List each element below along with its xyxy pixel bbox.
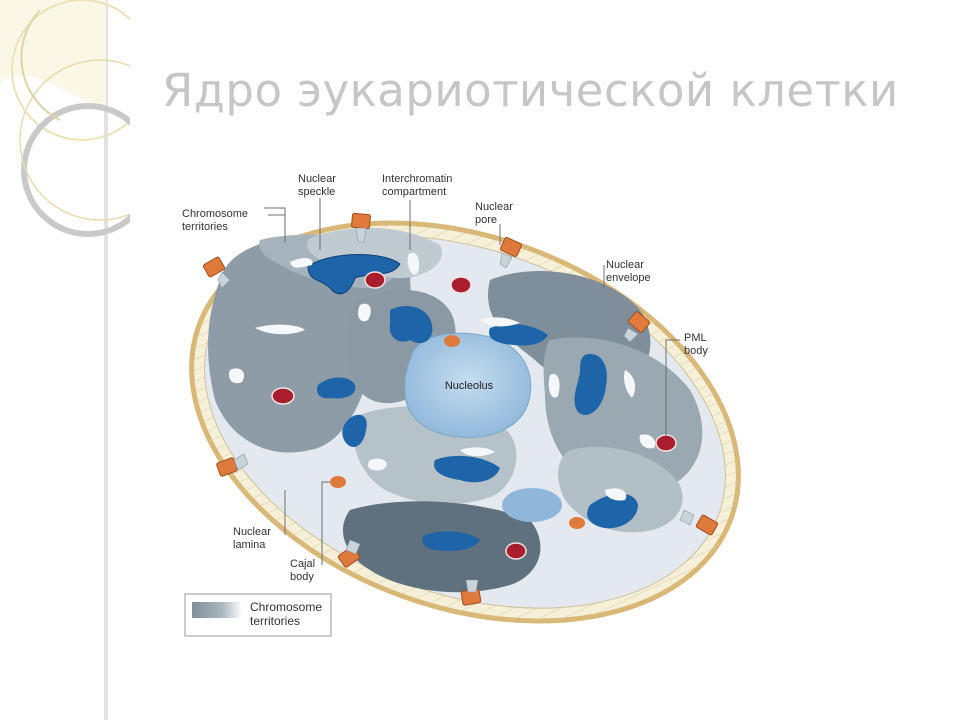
pml-body	[505, 542, 527, 560]
leader-chromosome-territories	[264, 207, 286, 242]
interchromatin-channel	[548, 373, 560, 398]
nucleolus-small	[502, 488, 562, 522]
nucleolus	[404, 332, 532, 438]
interchromatin-channel	[639, 434, 656, 449]
label-nucleolus: Nucleolus	[445, 380, 494, 392]
interchromatin-channel	[480, 317, 520, 327]
ornament-arc	[20, 9, 61, 121]
interchromatin-channel	[407, 252, 420, 275]
interchromatin-channel	[623, 370, 636, 398]
interchromatin-channel	[255, 324, 305, 335]
nuclear-pore	[679, 509, 719, 536]
nuclear-speckle	[316, 377, 356, 399]
ornament-ring-outer	[11, 0, 130, 141]
cajal-body	[444, 335, 460, 347]
nuclear-speckle	[342, 414, 367, 447]
interchromatin-channel	[367, 458, 387, 471]
interchromatin-channel	[290, 258, 313, 268]
nuclear-pore	[499, 237, 522, 269]
cajal-body	[330, 476, 346, 488]
leader-cajal-body	[321, 481, 330, 565]
ornament-ring-grey	[21, 103, 130, 237]
chromosome-territory	[208, 236, 412, 453]
pml-body	[655, 434, 677, 452]
decorative-ornament	[0, 0, 130, 720]
nuclear-speckle	[489, 324, 548, 346]
divider-line	[104, 0, 108, 720]
interchromatin-channel	[228, 368, 245, 384]
nuclear-speckle	[422, 531, 480, 551]
legend-swatch	[192, 602, 242, 618]
nuclear-pore	[337, 539, 361, 568]
ornament-ring-inner	[19, 59, 130, 221]
pml-body	[450, 276, 472, 294]
pml-body	[271, 387, 295, 405]
nuclear-pore	[623, 311, 651, 343]
nuclear-speckle	[587, 493, 638, 529]
nuclear-speckle	[307, 254, 401, 295]
interchromatin-channel	[460, 447, 495, 457]
page-title: Ядро эукариотической клетки	[162, 64, 899, 117]
nuclear-pore	[351, 212, 371, 243]
nuclear-speckle	[574, 354, 607, 415]
leader-pml-body	[665, 339, 680, 436]
nuclear-pore	[216, 453, 249, 477]
interchromatin-channel	[605, 488, 627, 501]
interchromatin-channel	[357, 303, 371, 322]
cajal-body	[569, 517, 585, 529]
nuclear-speckle	[389, 305, 433, 344]
pml-body	[364, 271, 386, 289]
nuclear-speckle	[434, 455, 500, 483]
nuclear-pore	[460, 579, 482, 606]
nuclear-pore	[202, 256, 231, 289]
